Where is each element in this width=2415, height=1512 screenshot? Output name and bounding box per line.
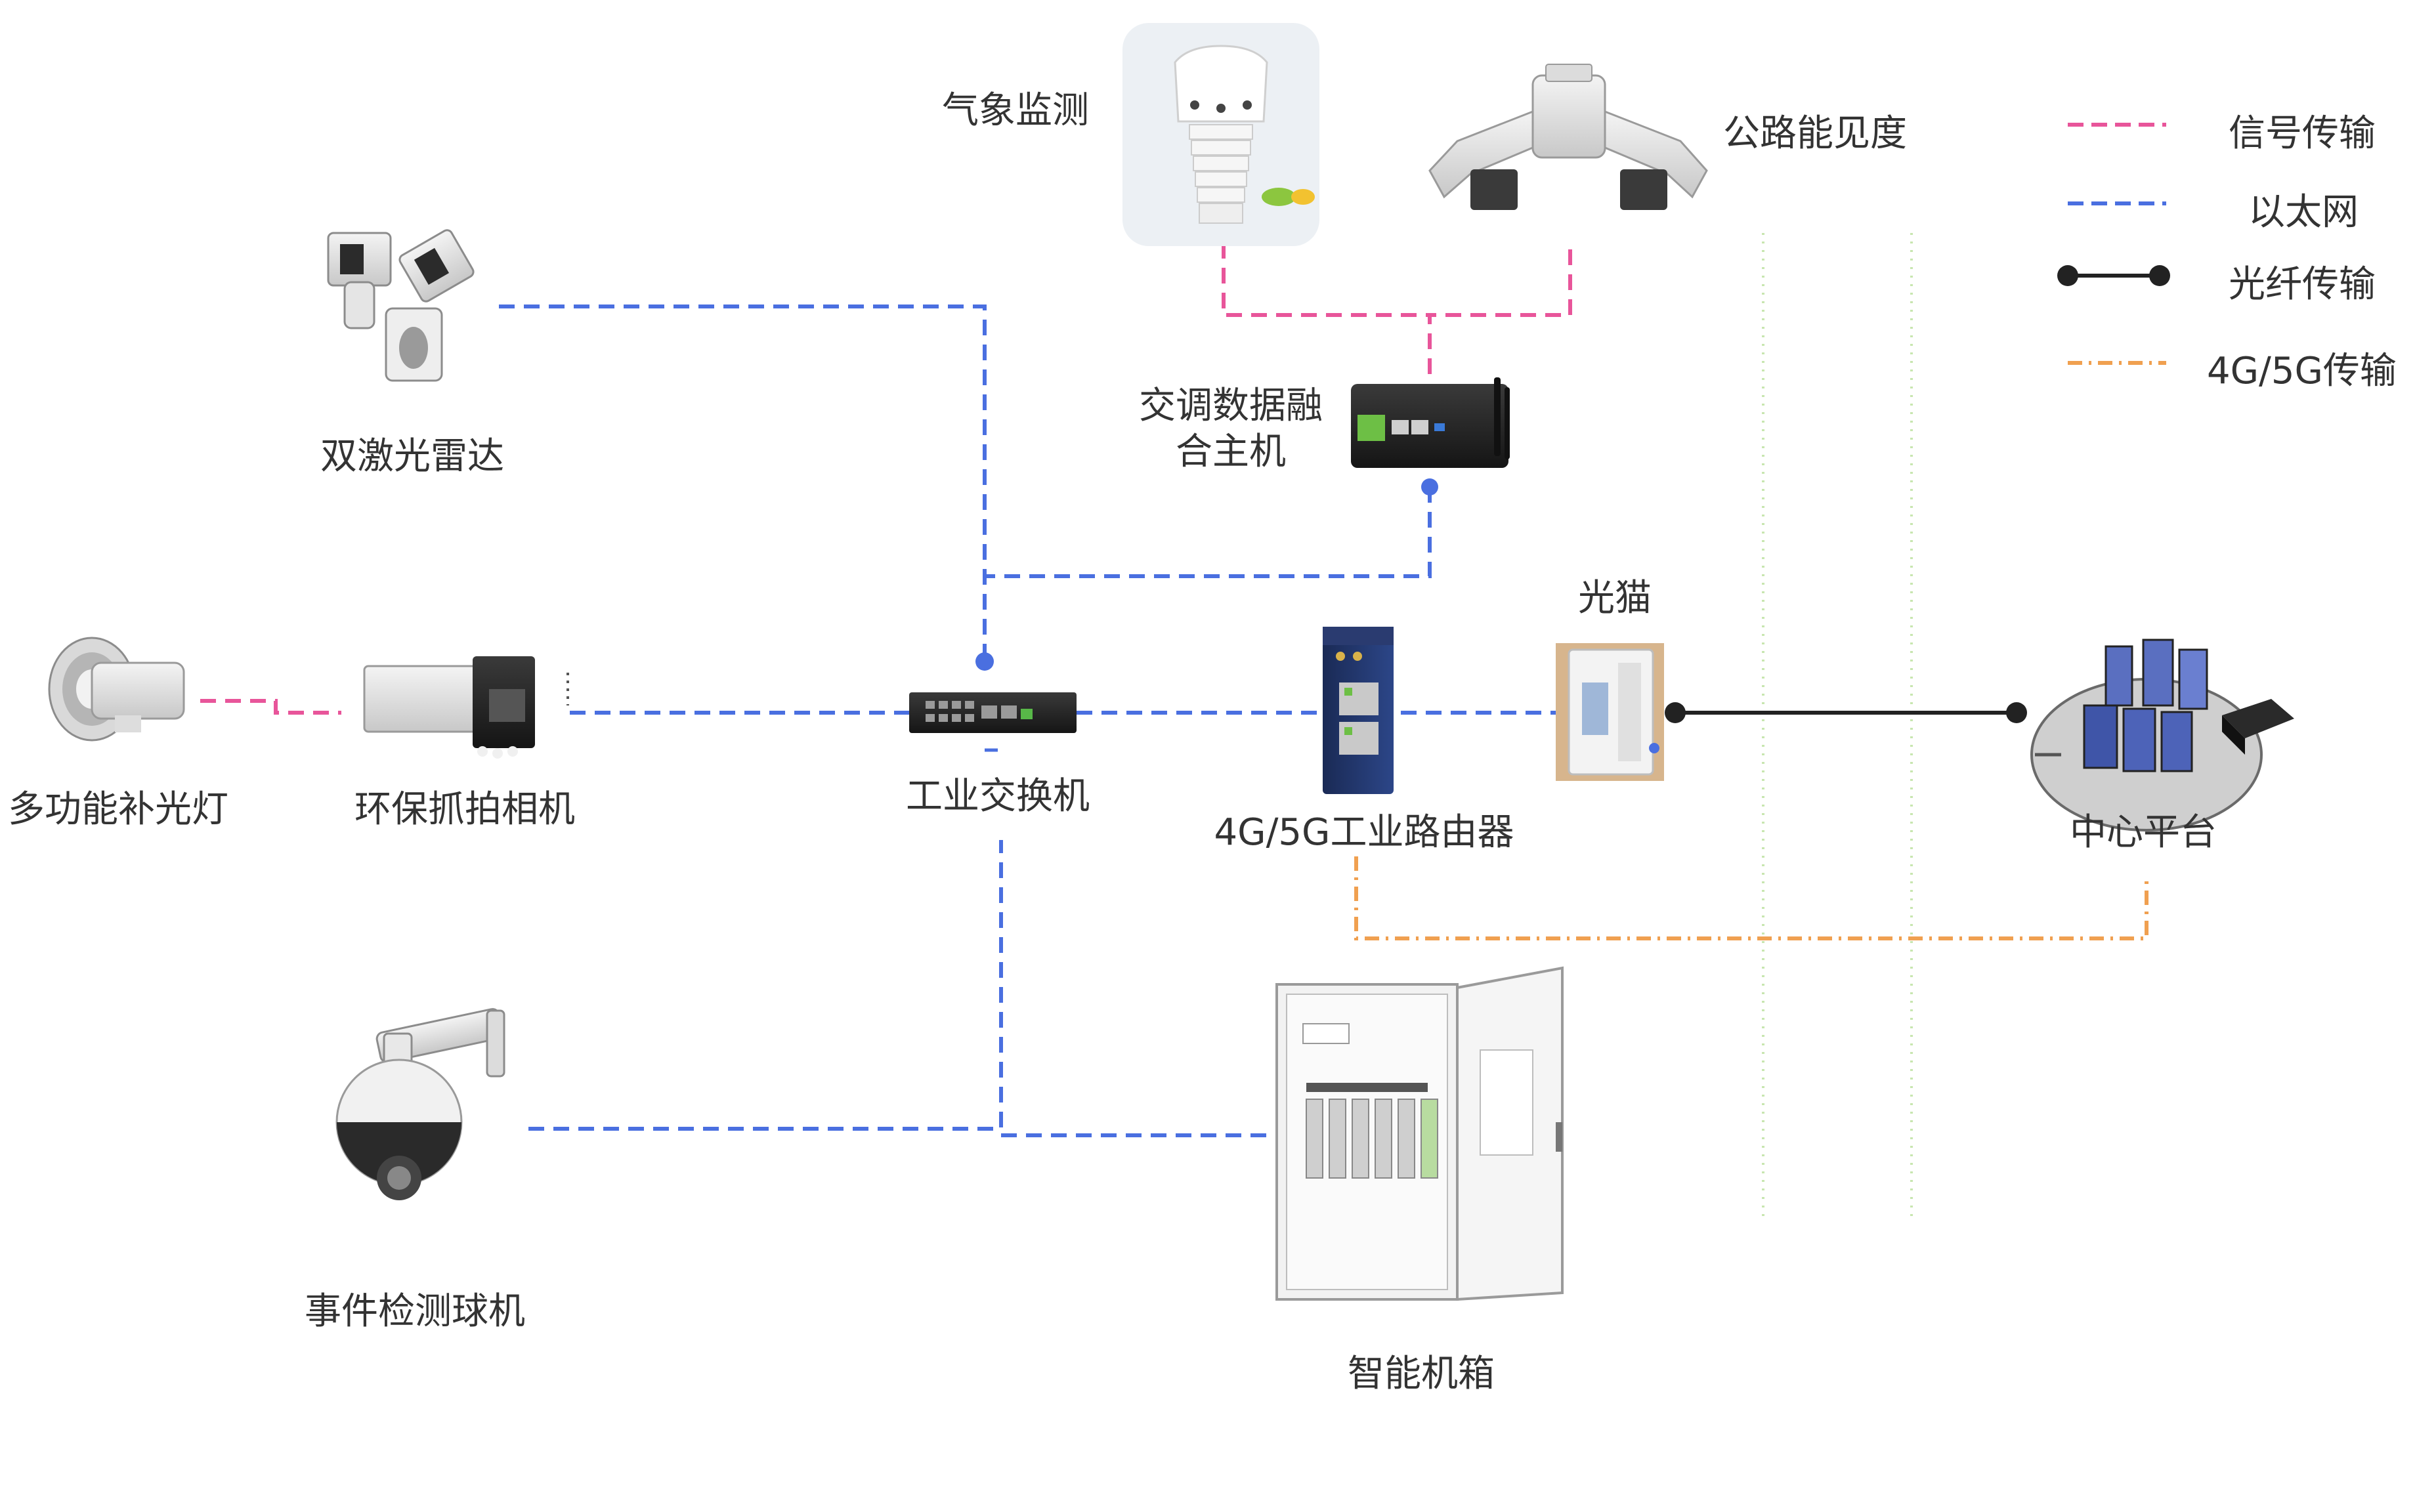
visibility-sensor-icon bbox=[1428, 64, 1708, 210]
port-dot-switch bbox=[975, 652, 994, 671]
label-visibility: 公路能见度 bbox=[1723, 112, 1907, 155]
label-center: 中心平台 bbox=[2070, 811, 2217, 854]
optical-modem-icon bbox=[1556, 643, 1664, 781]
label-eco-camera: 环保抓拍相机 bbox=[354, 788, 575, 831]
signal-line-fill-light bbox=[200, 699, 341, 715]
label-weather: 气象监测 bbox=[942, 89, 1089, 132]
label-fusion-host-line2: 合主机 bbox=[1176, 430, 1286, 473]
ethernet-line-fusion-host bbox=[985, 487, 1432, 578]
port-dot-fusion-host bbox=[1421, 478, 1438, 495]
label-fill-light: 多功能补光灯 bbox=[8, 788, 228, 831]
dome-camera-icon bbox=[335, 1008, 505, 1200]
signal-line-weather bbox=[1222, 243, 1430, 317]
label-lidar: 双激光雷达 bbox=[320, 435, 504, 478]
signal-lines bbox=[200, 243, 1572, 715]
label-cabinet: 智能机箱 bbox=[1348, 1353, 1495, 1395]
capture-camera-icon bbox=[363, 656, 569, 759]
legend-label-signal: 信号传输 bbox=[2229, 112, 2376, 155]
fill-light-icon bbox=[48, 637, 185, 742]
ethernet-line-dome bbox=[528, 840, 1003, 1131]
server-cluster-icon bbox=[2030, 639, 2294, 831]
label-dome-camera: 事件检测球机 bbox=[305, 1290, 525, 1333]
guide-lines bbox=[1762, 233, 1913, 1221]
industrial-router-icon bbox=[1323, 627, 1394, 794]
label-router: 4G/5G工业路由器 bbox=[1214, 811, 1514, 854]
fiber-line bbox=[1665, 702, 2027, 723]
label-modem: 光猫 bbox=[1578, 577, 1652, 620]
smart-cabinet-icon bbox=[1275, 966, 1564, 1301]
legend bbox=[2057, 123, 2170, 365]
dual-lidar-icon bbox=[327, 229, 475, 382]
fusion-host-icon bbox=[1351, 377, 1510, 468]
weather-station-icon bbox=[1122, 23, 1319, 246]
legend-label-ethernet: 以太网 bbox=[2248, 191, 2359, 234]
signal-line-visibility bbox=[1428, 249, 1572, 381]
cellular-line bbox=[1354, 856, 2148, 940]
legend-label-fiber: 光纤传输 bbox=[2229, 263, 2376, 306]
legend-swatch-fiber bbox=[2057, 265, 2170, 286]
label-fusion-host-line1: 交调数据融 bbox=[1139, 385, 1323, 427]
legend-label-cellular: 4G/5G传输 bbox=[2207, 350, 2397, 392]
label-switch: 工业交换机 bbox=[906, 775, 1090, 818]
ethernet-line-lidar bbox=[499, 304, 987, 656]
industrial-switch-icon bbox=[909, 692, 1077, 752]
